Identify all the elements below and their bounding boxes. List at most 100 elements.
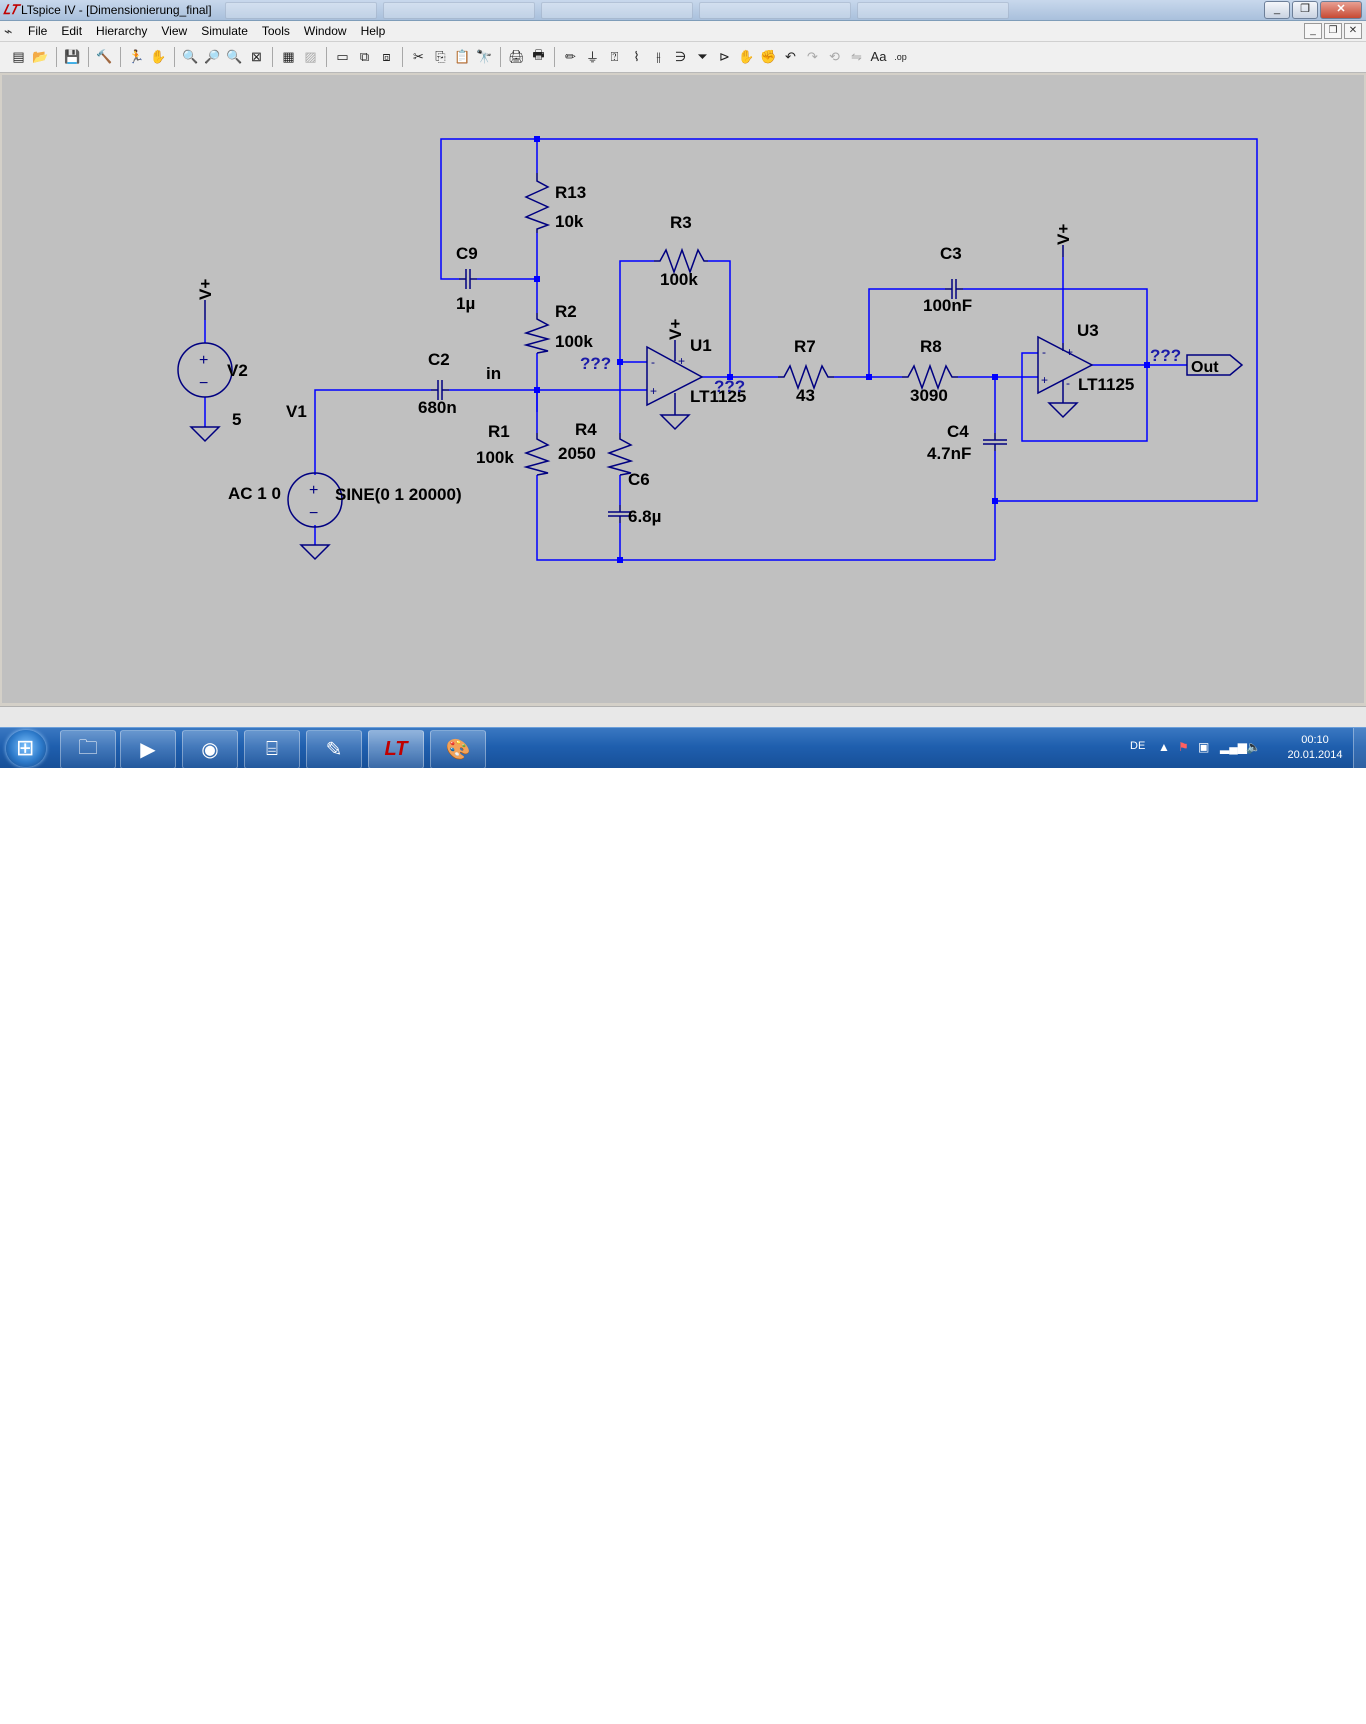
label-c4[interactable]: C4 (947, 422, 969, 441)
mirror-icon[interactable]: ⇋ (851, 48, 862, 64)
vplus-label-v2[interactable]: V+ (196, 279, 215, 300)
resistor-r13[interactable] (524, 173, 551, 233)
tile-vertical-icon[interactable]: ⧈ (382, 48, 391, 64)
ground-symbol[interactable] (1047, 402, 1079, 419)
close-button[interactable]: ✕ (1320, 1, 1362, 19)
inductor-icon[interactable]: ∋ (674, 48, 687, 64)
wire-v1-c2[interactable] (314, 389, 431, 475)
voltage-source-v2[interactable] (177, 342, 233, 398)
menu-simulate[interactable]: Simulate (201, 24, 248, 38)
capacitor-c3[interactable] (945, 279, 963, 299)
resistor-r7[interactable] (778, 363, 834, 391)
ground-symbol[interactable] (299, 544, 331, 561)
media-player-icon[interactable]: ▶ (120, 730, 176, 768)
label-c2-value[interactable]: 680n (418, 398, 457, 417)
copy-icon[interactable]: ⎘ (435, 48, 446, 64)
vplus-label-u3[interactable]: V+ (1054, 224, 1073, 245)
label-c6-value[interactable]: 6.8µ (628, 507, 661, 526)
redo-icon[interactable]: ↷ (807, 48, 818, 64)
label-u1[interactable]: U1 (690, 336, 712, 355)
label-c9-value[interactable]: 1µ (456, 294, 475, 313)
resistor-r8[interactable] (902, 363, 958, 391)
rotate-icon[interactable]: ⟲ (829, 48, 840, 64)
ground-symbol[interactable] (659, 414, 691, 431)
menu-hierarchy[interactable]: Hierarchy (96, 24, 148, 38)
restore-button[interactable]: ❐ (1292, 1, 1318, 19)
label-r2[interactable]: R2 (555, 302, 577, 321)
background-tab[interactable] (857, 2, 1009, 19)
menu-help[interactable]: Help (360, 24, 386, 38)
wire-top-feedback[interactable] (537, 138, 1258, 502)
save-icon[interactable]: 💾 (64, 48, 81, 64)
doc-close-button[interactable]: ✕ (1344, 23, 1362, 39)
print-icon[interactable]: 🖶 (532, 46, 545, 62)
volume-icon[interactable]: 🔈 (1246, 740, 1261, 754)
undo-icon[interactable]: ↶ (785, 48, 796, 64)
diode-icon[interactable]: ⏷ (697, 48, 708, 64)
zoom-in-icon[interactable]: 🔍 (182, 48, 199, 64)
editor-app-icon[interactable]: ✎ (306, 730, 362, 768)
ltspice-app-icon[interactable]: LT (368, 730, 424, 768)
start-button[interactable] (6, 730, 46, 767)
capacitor-c2[interactable] (431, 380, 449, 400)
label-r3-value[interactable]: 100k (660, 270, 698, 289)
show-desktop-button[interactable] (1353, 728, 1366, 768)
print-setup-icon[interactable]: 🖨 (508, 48, 525, 64)
zoom-out-icon[interactable]: 🔍 (226, 48, 243, 64)
explorer-icon[interactable]: 🗀 (60, 730, 116, 768)
doc-minimize-button[interactable]: _ (1304, 23, 1322, 39)
menu-tools[interactable]: Tools (261, 24, 290, 38)
wire-r3-left[interactable] (619, 260, 654, 362)
cascade-icon[interactable]: ⧉ (359, 48, 370, 64)
paste-icon[interactable]: 📋 (454, 48, 471, 64)
menu-edit[interactable]: Edit (61, 24, 83, 38)
menu-view[interactable]: View (161, 24, 188, 38)
resistor-r4[interactable] (606, 433, 634, 476)
schematic-doc-icon[interactable]: ⌁ (4, 23, 13, 39)
halt-icon[interactable]: ✋ (150, 48, 167, 64)
wire-c9-left[interactable] (440, 138, 537, 280)
spice-directive-icon[interactable]: .op (894, 51, 907, 62)
voltage-source-v1[interactable] (287, 472, 343, 528)
resistor-r1[interactable] (523, 433, 551, 476)
label-c3[interactable]: C3 (940, 244, 962, 263)
device-icon[interactable]: ▣ (1198, 740, 1210, 754)
title-bar[interactable]: 𝐿𝑇 LTspice IV - [Dimensionierung_final] … (0, 0, 1366, 21)
resistor-r3[interactable] (654, 247, 708, 275)
control-panel-icon[interactable]: 🔨 (96, 48, 113, 64)
resistor-r2[interactable] (523, 313, 551, 354)
paint-app-icon[interactable]: 🎨 (430, 730, 486, 768)
wire-r3-right[interactable] (708, 260, 731, 377)
cut-icon[interactable]: ✂ (413, 48, 424, 64)
draw-wire-icon[interactable]: ✏ (565, 48, 576, 64)
open-icon[interactable]: 📂 (32, 48, 49, 64)
capacitor-icon[interactable]: ⫲ (656, 48, 661, 64)
zoom-fit-icon[interactable]: ⊠ (251, 48, 262, 64)
label-c3-value[interactable]: 100nF (923, 296, 972, 315)
label-r13[interactable]: R13 (555, 183, 586, 202)
menu-window[interactable]: Window (303, 24, 347, 38)
label-v2[interactable]: V2 (227, 361, 248, 380)
component-icon[interactable]: ⊳ (719, 48, 730, 64)
unknown-node-u1-input[interactable]: ??? (580, 354, 611, 373)
drag-icon[interactable]: ✊ (760, 48, 777, 64)
net-label-in[interactable]: in (486, 364, 501, 383)
show-hidden-icons-icon[interactable]: ▲ (1158, 740, 1170, 754)
label-v1-ac[interactable]: AC 1 0 (228, 484, 281, 503)
new-schematic-icon[interactable]: ▤ (12, 48, 25, 64)
clock[interactable]: 00:10 20.01.2014 (1280, 733, 1350, 763)
doc-restore-button[interactable]: ❐ (1324, 23, 1342, 39)
label-c4-value[interactable]: 4.7nF (927, 444, 971, 463)
find-icon[interactable]: 🔭 (476, 48, 493, 64)
label-c2[interactable]: C2 (428, 350, 450, 369)
label-v2-value[interactable]: 5 (232, 410, 241, 429)
wire-ground-bus[interactable] (536, 475, 995, 561)
opamp-u3[interactable] (1037, 335, 1094, 403)
text-icon[interactable]: Aa (870, 49, 887, 64)
label-u3-model[interactable]: LT1125 (1078, 375, 1134, 394)
zoom-pan-icon[interactable]: 🔎 (204, 48, 221, 64)
move-icon[interactable]: ✋ (738, 48, 755, 64)
schematic-app-icon[interactable]: ⌸ (244, 730, 300, 768)
label-u1-model[interactable]: LT1125 (690, 387, 746, 406)
capacitor-c4[interactable] (983, 433, 1007, 451)
